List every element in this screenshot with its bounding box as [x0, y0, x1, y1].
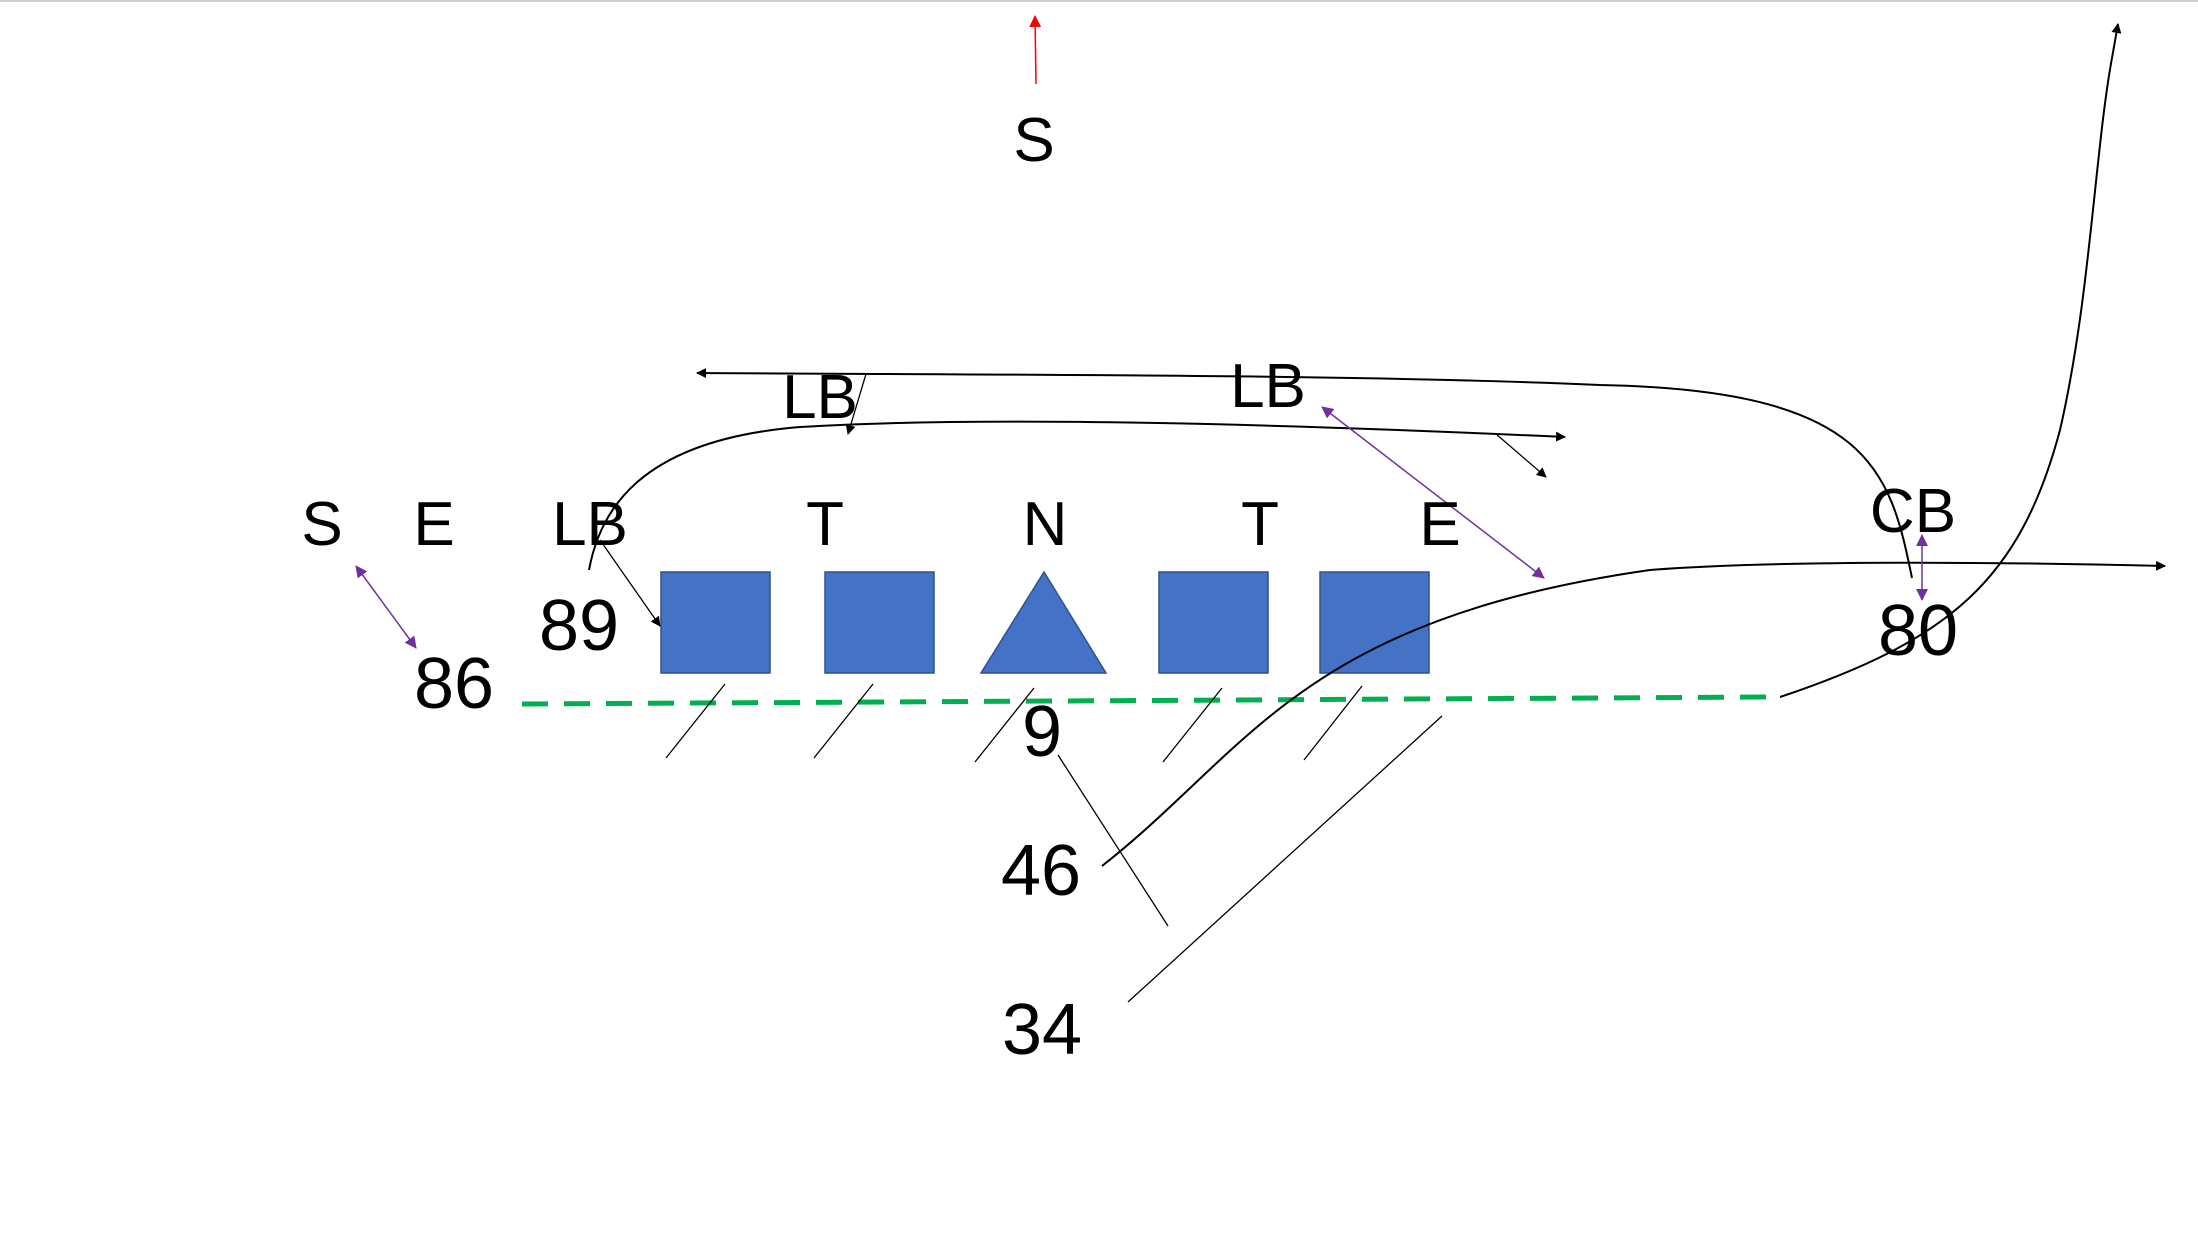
player-80: 80 — [1878, 591, 1958, 671]
player-89: 89 — [539, 586, 619, 666]
safety-read-arrow — [355, 565, 417, 649]
lineman-right-guard — [1158, 571, 1269, 674]
player-46: 46 — [1001, 831, 1081, 911]
lb-read-arrow — [1321, 406, 1545, 579]
lineman-right-tackle — [1319, 571, 1430, 674]
route-branch — [1495, 433, 1547, 478]
player-9: 9 — [1022, 692, 1062, 772]
player-86: 86 — [414, 644, 494, 724]
qb-handoff-line — [1057, 754, 1169, 927]
center-triangle — [979, 570, 1108, 674]
route-flanker-post — [1779, 57, 2113, 698]
defender-tackle-left: T — [806, 490, 844, 559]
player-34: 34 — [1002, 990, 1082, 1070]
fullback-line — [1127, 715, 1443, 1003]
defender-nose: N — [1023, 490, 1068, 559]
lineman-left-guard — [824, 571, 935, 674]
lb-read-mark — [845, 373, 867, 435]
defender-lb-left-inside: LB — [782, 363, 858, 432]
defender-safety-left: S — [301, 490, 342, 559]
defender-end-left: E — [413, 490, 454, 559]
safety-deep-arrow — [1029, 15, 1042, 85]
lineman-left-tackle — [660, 571, 771, 674]
route-cb-pursuit — [696, 368, 1913, 579]
defender-lb-outside: LB — [552, 490, 628, 559]
defender-safety-deep: S — [1013, 106, 1054, 175]
route-flanker-tip — [2111, 23, 2122, 59]
defender-cornerback: CB — [1870, 477, 1956, 546]
defender-lb-right-inside: LB — [1230, 352, 1306, 421]
defender-tackle-right: T — [1241, 490, 1279, 559]
blocking-marks — [665, 683, 1363, 763]
route-halfback-sweep — [1101, 560, 2166, 867]
te-block-arrow — [599, 539, 661, 627]
defender-end-right: E — [1419, 490, 1460, 559]
